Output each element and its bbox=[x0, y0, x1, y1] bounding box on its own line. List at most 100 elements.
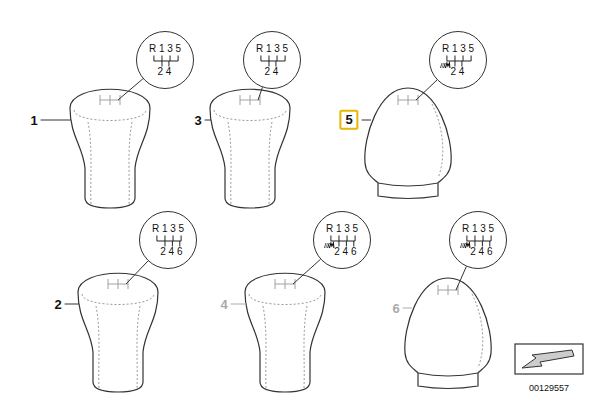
callout-number: 6 bbox=[392, 302, 399, 316]
knob-shift-pattern bbox=[108, 279, 128, 289]
callout-number: 5 bbox=[339, 110, 358, 130]
knob-outline bbox=[245, 273, 325, 392]
stitch-line bbox=[269, 122, 272, 204]
gear-knob bbox=[365, 88, 451, 199]
gear-pattern-text: R 1 3 5 bbox=[149, 44, 181, 54]
callout-leader bbox=[403, 308, 412, 309]
label-holder: 6 bbox=[392, 299, 399, 317]
label-holder: 1 bbox=[30, 111, 37, 129]
gear-pattern-text: R 1 3 5 bbox=[152, 224, 184, 234]
shift-pattern-inset: R 1 3 5 2 4 bbox=[429, 31, 487, 89]
gate-lines bbox=[331, 236, 355, 247]
label-holder: 4 bbox=[220, 295, 227, 313]
knob-shift-pattern bbox=[275, 279, 295, 289]
leader-line bbox=[293, 259, 320, 284]
stitch-line bbox=[74, 110, 146, 121]
callout-leader bbox=[65, 304, 79, 305]
gear-pattern-text: 2 4 6 bbox=[334, 247, 356, 257]
m-letter-shape bbox=[445, 63, 450, 68]
stitch-line bbox=[214, 110, 286, 121]
m-logo bbox=[324, 243, 334, 248]
knob-collar bbox=[378, 183, 438, 186]
callout-number: 3 bbox=[194, 114, 201, 128]
gear-knob bbox=[405, 278, 491, 389]
knob-shift-pattern bbox=[398, 95, 418, 105]
callout-number: 4 bbox=[220, 298, 227, 312]
callout-leader bbox=[41, 120, 71, 121]
knob-shift-pattern bbox=[100, 95, 120, 105]
leader-line bbox=[126, 261, 148, 284]
stitch-line bbox=[96, 306, 99, 388]
icon-frame bbox=[515, 344, 583, 374]
gate-lines bbox=[154, 56, 178, 67]
gear-knob bbox=[78, 273, 158, 392]
knob-outline bbox=[210, 89, 290, 208]
label-holder: 3 bbox=[194, 111, 201, 129]
gear-pattern-text: R 1 3 5 bbox=[462, 224, 494, 234]
gear-pattern-text: 2 4 bbox=[158, 67, 172, 77]
gate-lines bbox=[157, 236, 181, 247]
gear-pattern-text: 2 4 6 bbox=[470, 247, 492, 257]
shift-gate bbox=[137, 32, 195, 90]
icon-arrow bbox=[522, 350, 574, 368]
document-icon bbox=[515, 344, 583, 374]
m-logo bbox=[440, 63, 450, 68]
gate-lines bbox=[261, 56, 285, 67]
m-letter-shape bbox=[465, 243, 470, 248]
gear-pattern-text: 2 4 bbox=[265, 67, 279, 77]
m-logo bbox=[460, 243, 470, 248]
callout-leader bbox=[205, 120, 211, 121]
knob-outline bbox=[405, 278, 491, 389]
label-holder: 2 bbox=[54, 295, 61, 313]
gear-knob bbox=[70, 89, 150, 208]
callout-leader bbox=[362, 120, 371, 121]
stitch-line bbox=[88, 122, 91, 204]
stitch-line bbox=[228, 122, 231, 204]
label-holder: 00129557 bbox=[529, 377, 569, 395]
m-letter-shape bbox=[329, 243, 334, 248]
drawing-number: 00129557 bbox=[529, 384, 569, 394]
gear-pattern-text: R 1 3 5 bbox=[442, 44, 474, 54]
leader-line bbox=[456, 267, 466, 290]
knob-shift-pattern bbox=[438, 285, 458, 295]
leader-line bbox=[416, 80, 437, 100]
stitch-line bbox=[249, 294, 321, 305]
gear-pattern-text: R 1 3 5 bbox=[256, 44, 288, 54]
shift-pattern-inset: R 1 3 5 2 4 6 bbox=[449, 211, 507, 269]
gear-pattern-text: 2 4 bbox=[451, 67, 465, 77]
stitch-line bbox=[129, 122, 132, 204]
gear-knob bbox=[210, 89, 290, 208]
shift-pattern-inset: R 1 3 5 2 4 6 bbox=[313, 211, 371, 269]
knob-outline bbox=[70, 89, 150, 208]
stitch-line bbox=[472, 294, 483, 368]
knob-outline bbox=[365, 88, 451, 199]
knob-outline bbox=[78, 273, 158, 392]
gate-lines bbox=[447, 56, 471, 67]
stitch-line bbox=[137, 306, 140, 388]
knob-shift-pattern bbox=[240, 95, 260, 105]
shift-gate bbox=[314, 212, 372, 270]
gear-pattern-text: 2 4 6 bbox=[160, 247, 182, 257]
callout-number: 1 bbox=[30, 114, 37, 128]
callout-number: 2 bbox=[54, 298, 61, 312]
shift-gate bbox=[140, 212, 198, 270]
gear-knob bbox=[245, 273, 325, 392]
shift-gate bbox=[450, 212, 508, 270]
leader-line bbox=[258, 87, 262, 100]
shift-gate bbox=[244, 32, 302, 90]
gate-lines bbox=[467, 236, 491, 247]
stitch-line bbox=[263, 306, 266, 388]
shift-pattern-inset: R 1 3 5 2 4 6 bbox=[139, 211, 197, 269]
knob-collar bbox=[418, 373, 478, 376]
stitch-line bbox=[304, 306, 307, 388]
callout-leader bbox=[231, 304, 246, 305]
shift-pattern-inset: R 1 3 5 2 4 bbox=[136, 31, 194, 89]
shift-gate bbox=[430, 32, 488, 90]
stitch-line bbox=[82, 294, 154, 305]
shift-pattern-inset: R 1 3 5 2 4 bbox=[243, 31, 301, 89]
gear-pattern-text: R 1 3 5 bbox=[326, 224, 358, 234]
leader-line bbox=[118, 79, 143, 100]
label-holder: 5 bbox=[339, 110, 358, 130]
stitch-line bbox=[432, 104, 443, 178]
